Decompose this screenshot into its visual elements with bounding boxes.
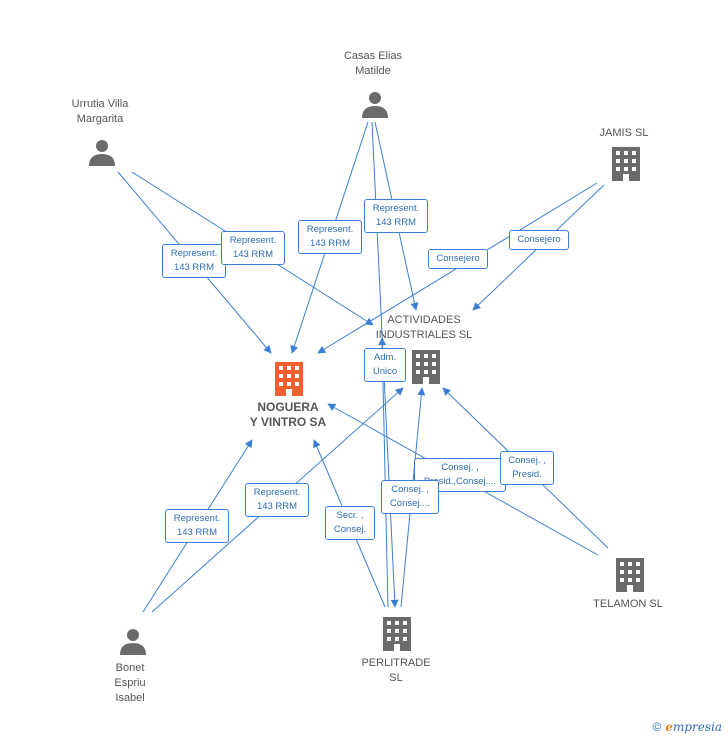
edge-label-bonet-noguera[interactable]: Represent. 143 RRM <box>165 509 229 543</box>
node-label-urrutia[interactable]: Urrutia Villa Margarita <box>71 98 129 125</box>
footer-brand: ©empresia <box>652 720 722 734</box>
brand-name: mpresia <box>672 720 722 734</box>
edge-perlitrade-actividades-adm <box>378 337 389 608</box>
edge-label-telamon-actividades[interactable]: Consej. , Presid. <box>500 451 554 485</box>
edge-label-jamis-actividades[interactable]: Consejero <box>509 230 569 250</box>
node-label-casas[interactable]: Casas Elias Matilde <box>343 50 403 77</box>
node-label-bonet[interactable]: Bonet Espriu Isabel <box>114 662 146 704</box>
edge-label-urrutia-noguera[interactable]: Represent. 143 RRM <box>162 244 226 278</box>
person-icon <box>362 92 388 118</box>
building-icon <box>383 617 411 651</box>
edge-label-casas-noguera[interactable]: Represent. 143 RRM <box>298 220 362 254</box>
building-icon <box>612 147 640 181</box>
building-icon <box>616 558 644 592</box>
node-label-noguera[interactable]: NOGUERA Y VINTRO SA <box>249 400 327 429</box>
edge-label-urrutia-actividades[interactable]: Represent. 143 RRM <box>221 231 285 265</box>
node-label-jamis[interactable]: JAMIS SL <box>599 127 649 139</box>
brand-logo-initial: e <box>665 720 673 734</box>
node-label-perlitrade[interactable]: PERLITRADE SL <box>361 657 431 684</box>
edge-label-jamis-noguera[interactable]: Consejero <box>428 249 488 269</box>
node-label-telamon[interactable]: TELAMON SL <box>593 598 663 610</box>
edge-label-casas-actividades[interactable]: Represent. 143 RRM <box>364 199 428 233</box>
building-icon <box>275 362 303 396</box>
edge-label-perlitrade-actividades-adm[interactable]: Adm. Unico <box>364 348 406 382</box>
person-icon <box>120 629 146 655</box>
copyright-symbol: © <box>652 720 662 734</box>
edge-label-perlitrade-actividades[interactable]: Consej. , Consej.... <box>381 480 439 514</box>
building-icon <box>412 350 440 384</box>
edge-label-perlitrade-noguera[interactable]: Secr. , Consej. <box>325 506 375 540</box>
person-icon <box>89 140 115 166</box>
node-label-actividades[interactable]: ACTIVIDADES INDUSTRIALES SL <box>375 314 473 341</box>
edge-label-bonet-actividades[interactable]: Represent. 143 RRM <box>245 483 309 517</box>
